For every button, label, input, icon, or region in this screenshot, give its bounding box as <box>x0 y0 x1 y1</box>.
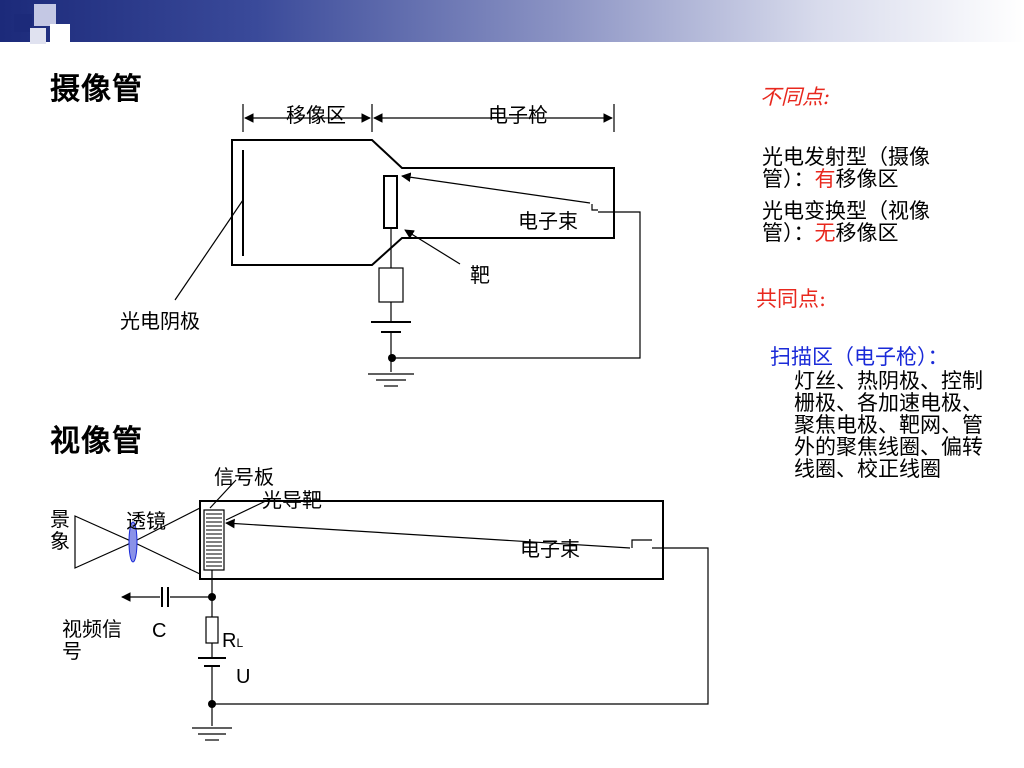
difference-item-1: 光电发射型（摄像管）：有移像区 <box>762 146 977 190</box>
vidicon-diagram <box>74 479 709 741</box>
logo-square-dark <box>14 14 32 32</box>
resistor-label: RL <box>222 630 243 654</box>
difference-item-2-tail: 移像区 <box>835 221 899 245</box>
logo-square-white <box>50 24 70 44</box>
resistor-label-sub: L <box>236 636 244 650</box>
common-item-body: 灯丝、热阴极、控制栅极、各加速电极、聚焦电极、靶网、管外的聚焦线圈、偏转线圈、校… <box>794 369 983 481</box>
difference-item-2: 光电变换型（视像管）：无移像区 <box>762 200 977 244</box>
header-gradient-bar <box>0 0 1024 42</box>
signal-plate-label: 信号板 <box>214 465 274 489</box>
camera-tube-diagram <box>174 104 641 387</box>
photo-target-label: 光导靶 <box>262 488 322 512</box>
voltage-label: U <box>236 666 251 688</box>
differences-heading: 不同点: <box>760 85 831 109</box>
resistor-label-main: R <box>222 630 237 652</box>
video-signal-label: 视频信号 <box>62 617 122 663</box>
photocathode-label: 光电阴极 <box>120 309 200 333</box>
common-heading: 共同点: <box>756 287 827 311</box>
logo-square-light <box>34 4 56 26</box>
transfer-zone-label: 移像区 <box>286 103 346 127</box>
logo-square-light-2 <box>30 28 46 44</box>
lens-label: 透镜 <box>126 509 166 533</box>
camera-electron-beam-label: 电子束 <box>518 209 578 233</box>
capacitor-label: C <box>152 620 167 642</box>
difference-item-1-highlight: 有 <box>814 167 836 191</box>
camera-tube-title: 摄像管 <box>50 72 143 107</box>
difference-item-2-text: 光电变换型（视像管）： <box>762 199 930 245</box>
vidicon-title: 视像管 <box>50 424 143 459</box>
electron-gun-label: 电子枪 <box>488 103 548 127</box>
difference-item-1-tail: 移像区 <box>835 167 899 191</box>
common-item-head: 扫描区（电子枪）： <box>770 345 949 369</box>
vidicon-electron-beam-label: 电子束 <box>520 537 580 561</box>
difference-item-2-highlight: 无 <box>814 221 836 245</box>
scene-label: 景象 <box>50 507 70 553</box>
difference-item-1-text: 光电发射型（摄像管）： <box>762 145 930 191</box>
target-label: 靶 <box>470 263 490 287</box>
